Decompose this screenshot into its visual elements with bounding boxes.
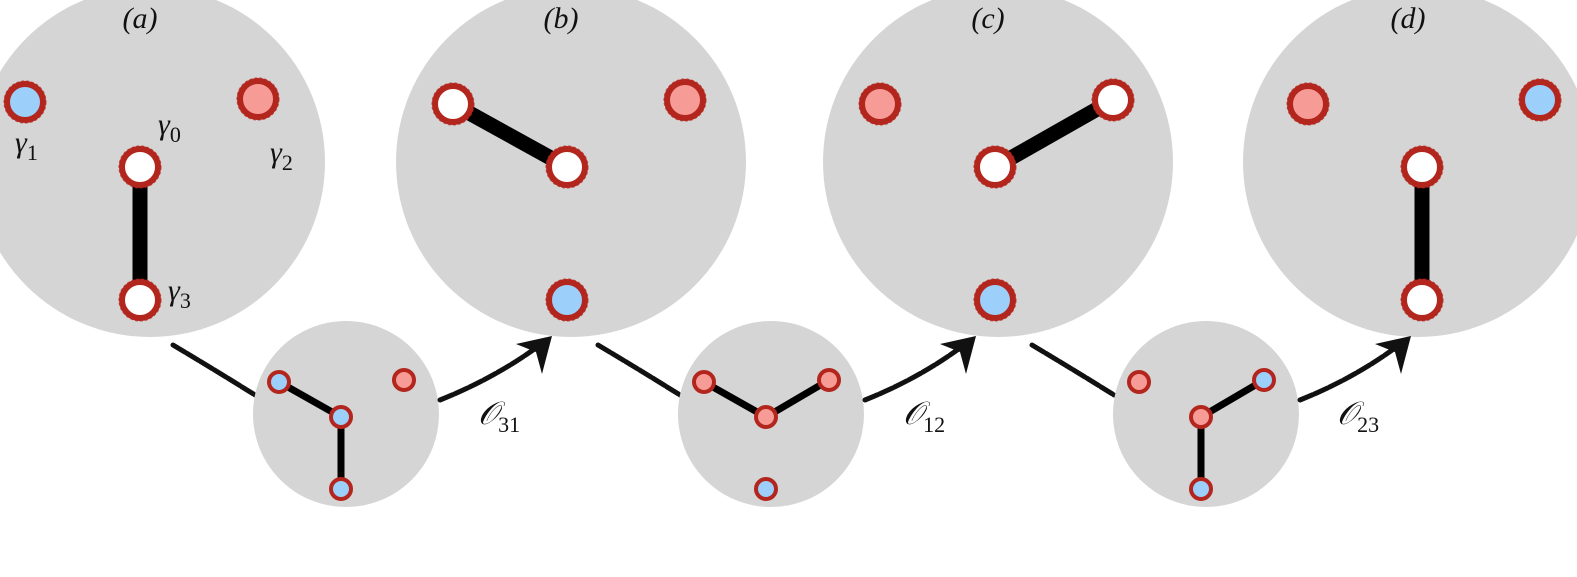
site-rough-edge xyxy=(973,145,1017,189)
site-g1 xyxy=(4,81,46,123)
gamma-subscript: 3 xyxy=(180,288,191,313)
site-rough-edge xyxy=(431,82,475,126)
gamma-symbol: γ xyxy=(158,108,171,141)
arrow-head xyxy=(940,336,976,374)
gamma-subscript: 2 xyxy=(282,150,293,175)
arrow-tail xyxy=(170,342,258,398)
arrow-head xyxy=(1375,336,1411,374)
operator-subscript: 12 xyxy=(923,412,945,437)
panel-b: (b) xyxy=(396,0,746,337)
site-g3 xyxy=(329,477,353,501)
bond-line xyxy=(449,97,571,174)
site-rough-edge xyxy=(118,145,162,189)
arrow-head xyxy=(516,336,552,374)
site-g1 xyxy=(267,370,291,394)
site-g3 xyxy=(119,279,161,321)
gamma-subscript: 1 xyxy=(27,140,38,165)
arrow-shaft xyxy=(437,342,543,403)
panel-c: (c) xyxy=(823,0,1173,337)
site-g0 xyxy=(754,405,778,429)
site-rough-edge xyxy=(1400,278,1444,322)
site-rough-edge xyxy=(973,278,1017,322)
site-g2 xyxy=(1519,79,1561,121)
site-g1 xyxy=(1287,83,1329,125)
site-g1 xyxy=(432,83,474,125)
panel-label: (c) xyxy=(971,2,1004,35)
site-g3 xyxy=(754,477,778,501)
site-g0 xyxy=(546,146,588,188)
site-rough-edge xyxy=(858,82,902,126)
gamma-subscript: 0 xyxy=(170,122,181,147)
panel-label: (a) xyxy=(123,2,158,35)
transition-2: 𝒪12 xyxy=(595,321,976,507)
operator-label: 𝒪31 xyxy=(478,395,520,437)
site-g2 xyxy=(1252,368,1276,392)
site-rough-edge xyxy=(3,80,47,124)
arrow-tail xyxy=(1029,342,1117,398)
panel-a: (a) xyxy=(0,0,325,337)
site-g0 xyxy=(974,146,1016,188)
site-g0 xyxy=(1401,146,1443,188)
operator-subscript: 23 xyxy=(1357,412,1379,437)
transition-1: 𝒪31 xyxy=(170,321,552,507)
site-g2 xyxy=(664,79,706,121)
arrow-shaft xyxy=(862,342,967,403)
arrow-tail xyxy=(595,342,683,398)
bond-line xyxy=(1199,376,1266,421)
panel-d: (d) xyxy=(1243,0,1577,337)
site-g2 xyxy=(817,368,841,392)
site-rough-edge xyxy=(1286,82,1330,126)
site-rough-edge xyxy=(1091,78,1135,122)
panel-label: (b) xyxy=(544,2,579,35)
bond-line xyxy=(991,93,1117,174)
site-g3 xyxy=(974,279,1016,321)
operator-label: 𝒪23 xyxy=(1337,395,1379,437)
site-rough-edge xyxy=(663,78,707,122)
arrow-shaft xyxy=(1297,342,1402,403)
site-g1 xyxy=(859,83,901,125)
gamma-symbol: γ xyxy=(168,274,181,307)
panel-label: (d) xyxy=(1391,2,1426,35)
site-g3 xyxy=(1401,279,1443,321)
site-rough-edge xyxy=(1400,145,1444,189)
operator-subscript: 31 xyxy=(498,412,520,437)
site-rough-edge xyxy=(545,278,589,322)
bond-line xyxy=(764,376,831,421)
gamma-symbol: γ xyxy=(15,126,28,159)
site-g2 xyxy=(392,368,416,392)
site-g0 xyxy=(119,146,161,188)
transitions-layer: 𝒪31 𝒪12 𝒪23 xyxy=(170,321,1411,507)
transition-3: 𝒪23 xyxy=(1029,321,1411,507)
site-g3 xyxy=(1189,477,1213,501)
site-label-g2: γ2 xyxy=(270,136,293,175)
site-rough-edge xyxy=(545,145,589,189)
site-g1 xyxy=(692,370,716,394)
site-g0 xyxy=(1189,405,1213,429)
site-g3 xyxy=(546,279,588,321)
site-g2 xyxy=(1092,79,1134,121)
site-rough-edge xyxy=(1518,78,1562,122)
site-rough-edge xyxy=(118,278,162,322)
site-label-g1: γ1 xyxy=(15,126,38,165)
site-label-g3: γ3 xyxy=(168,274,191,313)
site-rough-edge xyxy=(236,77,280,121)
site-label-g0: γ0 xyxy=(158,108,181,147)
site-g0 xyxy=(329,405,353,429)
site-g1 xyxy=(1127,370,1151,394)
gamma-symbol: γ xyxy=(270,136,283,169)
site-g2 xyxy=(237,78,279,120)
operator-label: 𝒪12 xyxy=(903,395,945,437)
